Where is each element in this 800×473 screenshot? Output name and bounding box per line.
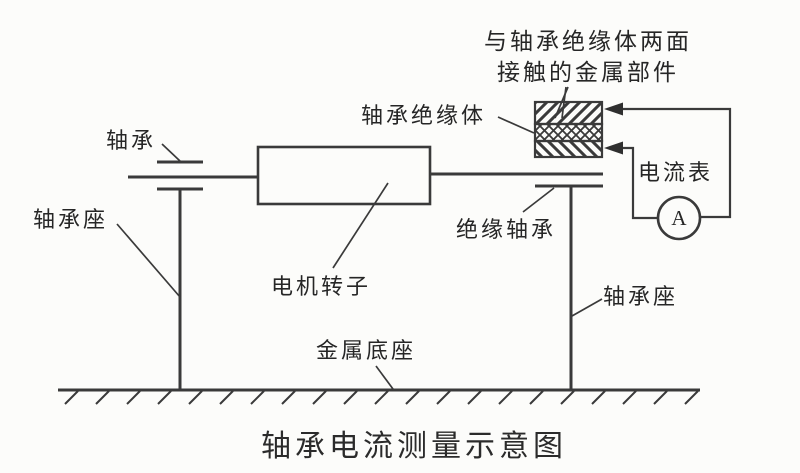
leader-metal-parts-b [561, 86, 567, 119]
label-bearing-insulator: 轴承绝缘体 [361, 103, 487, 128]
leader-base [375, 365, 394, 390]
insulator-assembly [533, 100, 604, 159]
motor-rotor-body [256, 145, 432, 206]
arrow-top-icon [604, 102, 623, 116]
label-bearing: 轴承 [106, 128, 157, 153]
leader-bearing [161, 143, 181, 162]
ammeter-symbol: A [671, 205, 687, 230]
leader-seat-left [116, 223, 181, 298]
label-insulated-bearing: 绝缘轴承 [456, 217, 557, 242]
leader-seat-right [571, 298, 603, 317]
leader-insulator [497, 116, 535, 134]
diagram-title: 轴承电流测量示意图 [261, 430, 567, 463]
label-bearing-seat-right: 轴承座 [603, 284, 679, 309]
ground-hatching [64, 390, 699, 405]
metal-part-top-layer [533, 100, 604, 126]
ammeter-circuit [619, 107, 732, 241]
label-bearing-seat-left: 轴承座 [33, 207, 109, 232]
label-metal-parts: 与轴承绝缘体两面 接触的金属部件 [448, 26, 728, 88]
leader-rotor [332, 182, 389, 269]
label-motor-rotor: 电机转子 [271, 274, 372, 299]
circuit-wire-left [619, 146, 658, 220]
ammeter-dial [656, 195, 702, 241]
insulator-layer [533, 122, 604, 143]
label-metal-base: 金属底座 [316, 338, 417, 363]
metal-part-bottom-layer [533, 139, 604, 159]
leader-insulated-bearing [522, 187, 555, 213]
label-metal-parts-line2: 接触的金属部件 [497, 60, 679, 85]
label-ammeter: 电流表 [638, 160, 714, 185]
circuit-wire-right [620, 107, 732, 219]
leader-lines [116, 86, 603, 390]
label-metal-parts-line1: 与轴承绝缘体两面 [484, 29, 692, 54]
arrow-bottom-icon [604, 141, 623, 155]
